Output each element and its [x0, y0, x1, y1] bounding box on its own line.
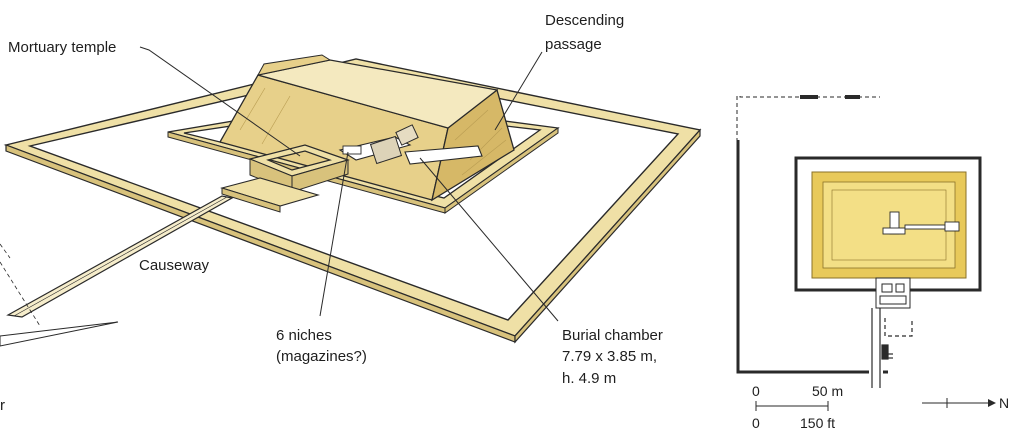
label-causeway: Causeway — [139, 257, 210, 274]
leader-lines — [139, 46, 559, 322]
plan-burial-chamber-passage — [882, 211, 960, 235]
neighbor-pyramid-fragment — [0, 243, 119, 347]
leader-niches — [319, 151, 349, 317]
scale-zero-m: 0 — [752, 383, 760, 399]
label-niches-1: 6 niches — [276, 327, 332, 344]
plan-causeway — [871, 308, 913, 388]
label-burial-1: Burial chamber — [562, 327, 663, 344]
label-descending-2: passage — [545, 36, 602, 53]
north-arrow: N — [922, 395, 1009, 411]
north-label: N — [999, 395, 1009, 411]
descending-passage-entrance — [395, 124, 419, 146]
leader-burial-chamber — [419, 157, 559, 322]
plan-outer-enclosure-solid — [736, 140, 869, 374]
leader-mortuary-temple — [139, 46, 301, 157]
label-burial-2: 7.79 x 3.85 m, — [562, 348, 657, 365]
pyramid-back-ridge — [257, 54, 332, 76]
plan-outer-enclosure-top-dashed — [739, 96, 880, 98]
leader-descending-passage — [494, 51, 543, 131]
label-niches-2: (magazines?) — [276, 348, 367, 365]
mortuary-temple-side — [291, 159, 349, 193]
niche-blocks — [342, 145, 362, 155]
plan-mortuary-temple — [875, 277, 911, 309]
descending-passage-channel — [404, 145, 483, 165]
plan-view: 0 50 m 0 150 ft N — [736, 95, 1009, 431]
label-edge-fragment: r — [0, 397, 5, 414]
outer-wall-right-face — [514, 128, 701, 344]
label-burial-3: h. 4.9 m — [562, 370, 616, 387]
causeway-edge — [13, 196, 228, 317]
scale-zero-ft: 0 — [752, 415, 760, 431]
scale-bar: 0 50 m 0 150 ft — [752, 383, 843, 431]
burial-chamber-block — [369, 135, 403, 165]
label-descending-1: Descending — [545, 12, 624, 29]
scale-fifty-m: 50 m — [812, 383, 843, 399]
label-mortuary-temple: Mortuary temple — [8, 39, 116, 56]
inner-wall-right-face — [444, 127, 559, 214]
perspective-view: Mortuary temple Descending passage Cause… — [0, 12, 702, 414]
scale-150-ft: 150 ft — [800, 415, 835, 431]
forecourt-front — [221, 187, 281, 213]
